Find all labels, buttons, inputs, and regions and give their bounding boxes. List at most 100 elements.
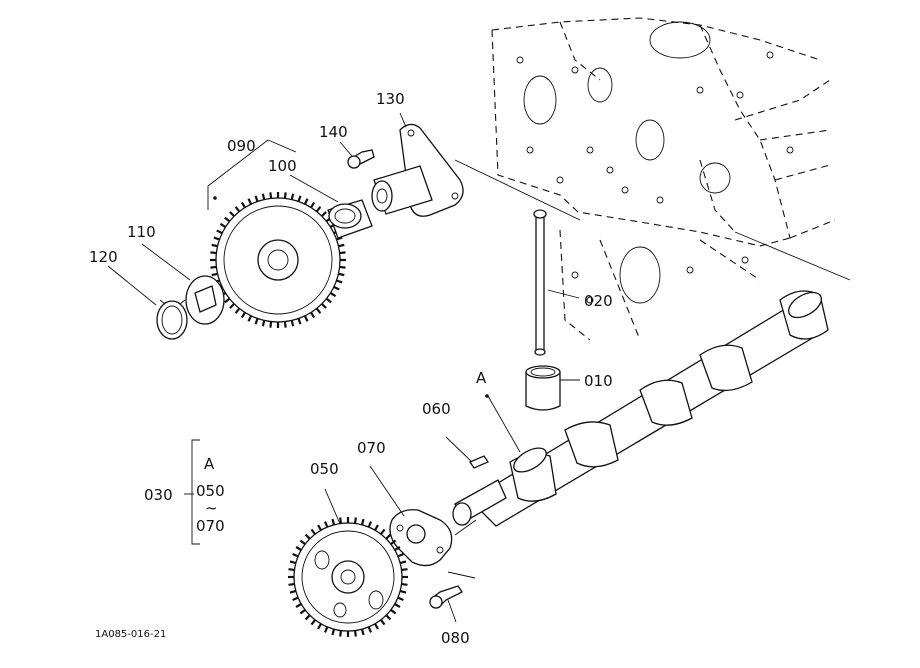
gear-tooth <box>213 236 220 241</box>
gear-tooth <box>317 524 322 531</box>
label-030: 030 <box>144 486 173 504</box>
circlip <box>156 299 188 340</box>
gear-tooth <box>224 216 231 223</box>
group-label-050: 050 <box>196 482 225 500</box>
gear-tooth <box>324 626 329 633</box>
bolt-140 <box>347 149 375 169</box>
gear-tooth <box>315 307 322 314</box>
gear-tooth <box>229 211 235 217</box>
gear-tooth <box>336 279 343 284</box>
camshaft <box>452 290 829 527</box>
label-010: 010 <box>584 372 613 390</box>
gear-tooth <box>325 297 332 304</box>
bolt-080 <box>429 585 463 609</box>
drawing-reference: 1A085-016-21 <box>95 629 166 640</box>
label-140: 140 <box>319 123 348 141</box>
gear-tooth <box>210 251 217 255</box>
gear-tooth <box>394 603 401 608</box>
group-label-070: 070 <box>196 517 225 535</box>
gear-tooth <box>254 195 259 202</box>
gear-tooth <box>254 318 259 325</box>
gear-tooth <box>283 321 287 328</box>
group-label-a: A <box>204 455 215 473</box>
gear-tooth <box>292 596 299 601</box>
gear-tooth <box>390 609 397 615</box>
gear-tooth <box>240 311 246 319</box>
label-110: 110 <box>127 223 156 241</box>
label-020: 020 <box>584 292 613 310</box>
gear-tooth <box>299 539 306 545</box>
gear-tooth <box>390 539 397 545</box>
gear-tooth <box>210 265 217 269</box>
gear-tooth <box>321 211 327 217</box>
label-080: 080 <box>441 629 470 647</box>
gear-tooth <box>353 517 357 524</box>
gear-tooth <box>338 272 345 277</box>
gear-tooth <box>303 315 309 322</box>
gear-tooth <box>374 623 379 630</box>
idle-gear-shaft <box>371 123 464 217</box>
idle-gear <box>210 192 346 328</box>
gear-tooth <box>304 614 311 621</box>
gear-tooth <box>324 521 329 528</box>
woodruff-key <box>469 455 489 469</box>
gear-tooth <box>303 198 309 205</box>
gear-tooth <box>288 582 295 586</box>
gear-tooth <box>310 528 316 535</box>
gear-tooth <box>247 198 253 205</box>
gear-tooth <box>399 589 407 594</box>
gear-tooth <box>315 206 322 213</box>
gear-tooth <box>331 518 336 526</box>
label-100: 100 <box>268 157 297 175</box>
gear-tooth <box>399 560 407 565</box>
gear-tooth <box>310 201 316 209</box>
gear-tooth <box>367 626 372 633</box>
gear-tooth <box>290 320 295 327</box>
gear-tooth <box>269 192 273 199</box>
gear-tooth <box>224 297 231 304</box>
gear-tooth <box>310 311 316 319</box>
label-130: 130 <box>376 90 405 108</box>
gear-tooth <box>288 568 295 572</box>
gear-tooth <box>329 292 337 298</box>
collar <box>185 275 225 325</box>
gear-tooth <box>380 528 386 535</box>
gear-tooth <box>394 546 401 551</box>
gear-tooth <box>261 320 266 327</box>
gear-tooth <box>353 630 357 637</box>
gear-tooth <box>339 251 346 255</box>
gear-tooth <box>289 589 297 594</box>
gear-tooth <box>360 518 365 526</box>
gear-tooth <box>229 303 235 309</box>
gear-tooth <box>247 315 253 322</box>
leader-lines <box>107 112 851 623</box>
group-label-tilde: ~ <box>205 499 218 517</box>
push-rod <box>533 209 547 356</box>
label-090: 090 <box>227 137 256 155</box>
gear-tooth <box>397 596 404 601</box>
gear-tooth <box>283 192 287 199</box>
gear-tooth <box>211 272 218 277</box>
gear-tooth <box>216 229 223 235</box>
gear-tooth <box>336 236 343 241</box>
gear-tooth <box>339 265 346 269</box>
gear-tooth <box>397 553 404 558</box>
gear-tooth <box>331 628 336 636</box>
gear-tooth <box>269 321 273 328</box>
gear-tooth <box>290 193 295 200</box>
label-050: 050 <box>310 460 339 478</box>
thrust-plate <box>389 509 453 567</box>
gear-tooth <box>317 623 322 630</box>
bushing <box>327 199 373 239</box>
gear-tooth <box>295 603 302 608</box>
gear-tooth <box>297 318 302 325</box>
gear-tooth <box>297 195 302 202</box>
gear-tooth <box>292 553 299 558</box>
gear-tooth <box>338 243 345 248</box>
tappet <box>525 365 561 411</box>
gear-tooth <box>339 517 343 524</box>
gear-tooth <box>380 619 386 626</box>
callout-a: A <box>476 369 487 387</box>
gear-tooth <box>385 533 392 540</box>
